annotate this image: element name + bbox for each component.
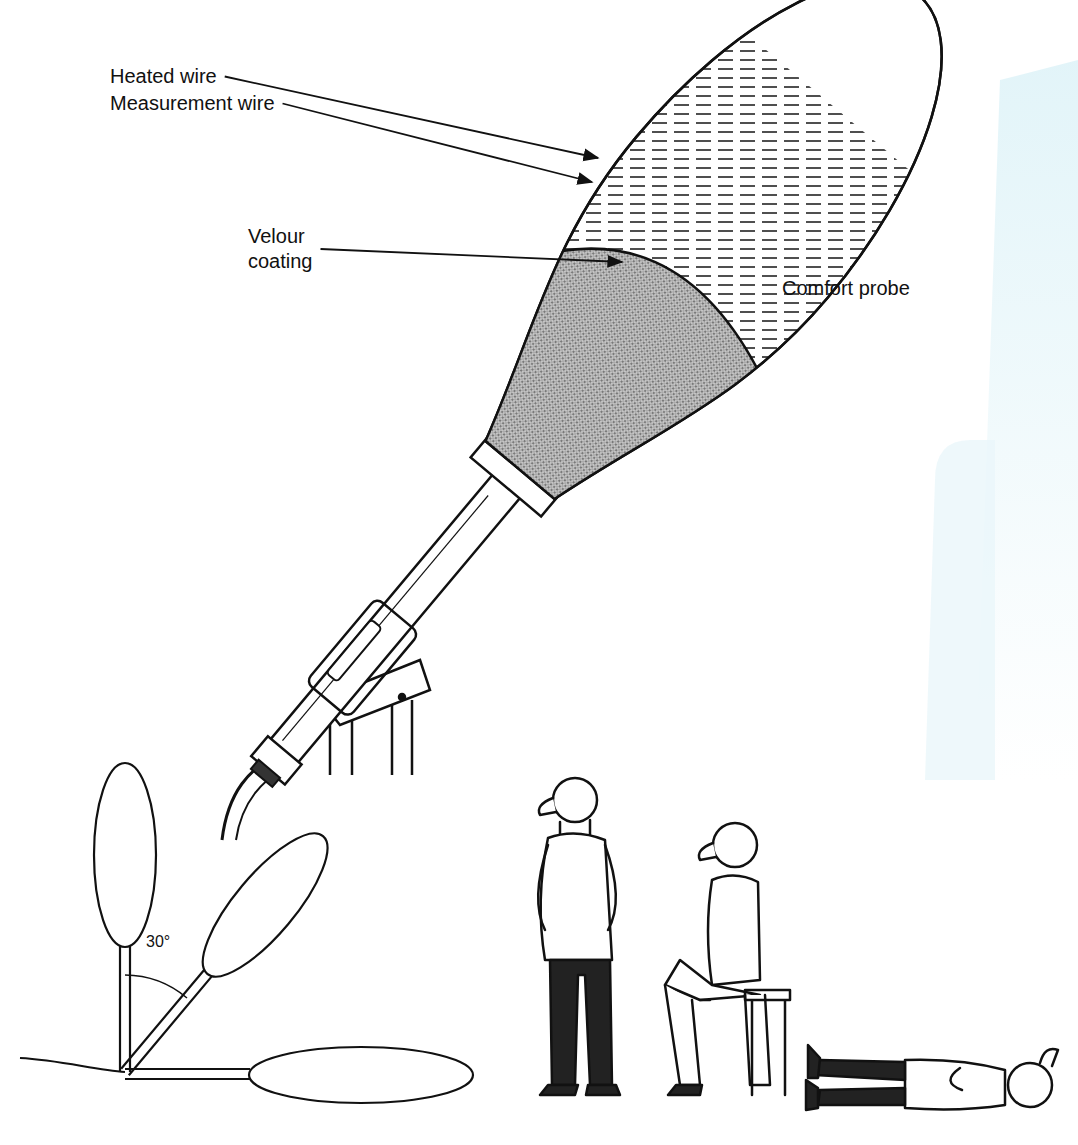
part-label: Heated wire xyxy=(110,64,217,89)
leader-arrow xyxy=(321,249,623,262)
leader-arrow xyxy=(283,104,592,183)
leader-arrow xyxy=(225,77,598,159)
part-label: Measurement wire xyxy=(110,91,275,116)
part-label: Velour coating xyxy=(248,224,358,274)
caption-label: Comfort probe xyxy=(782,276,910,301)
angle-label: 30° xyxy=(146,932,170,952)
